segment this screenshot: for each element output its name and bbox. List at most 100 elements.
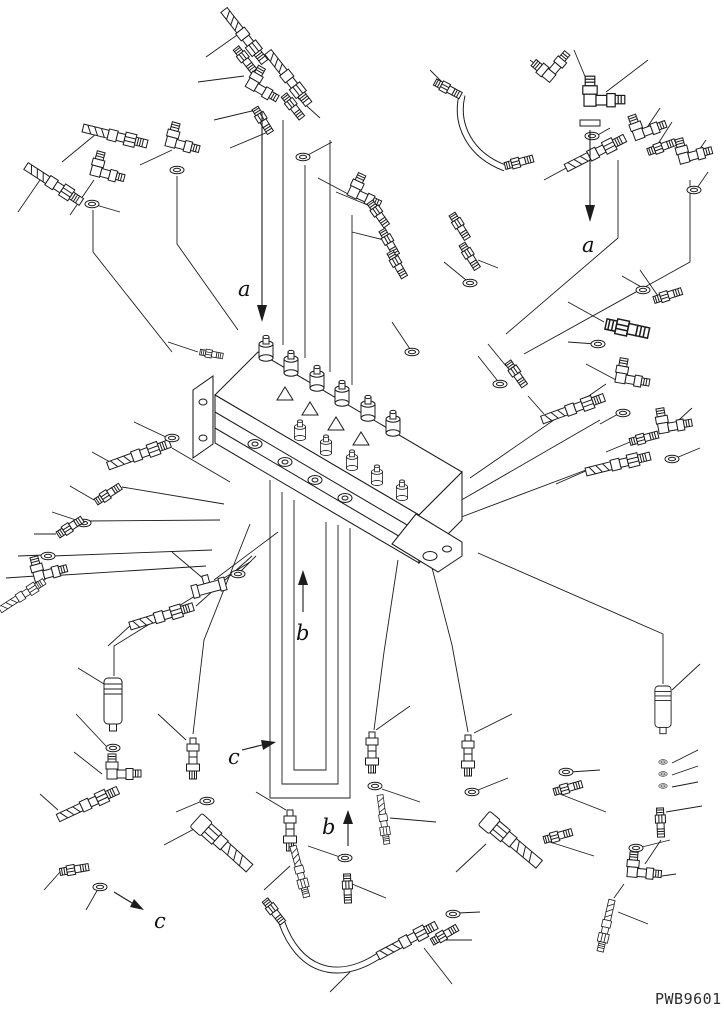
o-ring — [84, 199, 100, 209]
o-ring — [337, 853, 353, 863]
o-ring — [40, 551, 56, 561]
flow-label-c-bottom: c — [154, 909, 166, 933]
o-ring — [615, 408, 631, 418]
adapter-fitting — [341, 873, 354, 904]
valve-fitting — [283, 809, 297, 852]
flow-arrow-a-top: a — [238, 112, 267, 322]
elbow-fitting — [529, 39, 573, 85]
o-ring — [558, 767, 574, 777]
flow-arrow-a-right: a — [582, 130, 595, 257]
hose-fitting — [80, 121, 150, 151]
adapter-fitting — [92, 481, 124, 507]
valve-lower-block — [391, 513, 463, 573]
o-ring — [635, 285, 651, 295]
spool-cap — [283, 349, 299, 377]
elbow-fitting — [613, 356, 654, 390]
adapter-fitting — [432, 77, 464, 101]
o-ring — [590, 339, 606, 349]
spring-washer — [658, 783, 668, 789]
adapter-fitting — [503, 153, 535, 172]
o-ring — [584, 131, 600, 141]
fittings — [0, 5, 714, 963]
elbow-fitting — [163, 120, 205, 156]
flow-label-c-middle: c — [228, 745, 240, 769]
valve-fitting — [461, 734, 475, 777]
o-ring — [404, 347, 420, 357]
flow-arrow-b-bottom: b — [322, 810, 353, 846]
adapter-fitting — [250, 104, 276, 136]
elbow-fitting — [653, 402, 694, 436]
o-ring — [105, 743, 121, 753]
spool-cap — [334, 379, 350, 407]
adapter-fitting — [628, 429, 660, 448]
adapter-fitting — [654, 807, 667, 838]
adapter-fitting — [457, 240, 483, 272]
plug-fitting — [198, 347, 224, 361]
valve-end-plate — [192, 374, 214, 460]
flow-arrow-c-middle: c — [228, 740, 276, 769]
o-ring — [445, 909, 461, 919]
union-fitting — [603, 315, 651, 342]
flange-plate — [579, 119, 601, 127]
o-ring — [664, 454, 680, 464]
spring-washer — [658, 771, 668, 777]
o-ring — [164, 433, 180, 443]
hose-coupling — [477, 810, 546, 872]
hose-fitting — [54, 783, 122, 825]
o-ring — [686, 185, 702, 195]
routing-lines — [47, 120, 691, 899]
hose-fitting — [583, 449, 653, 479]
o-ring — [92, 882, 108, 892]
spool-cap — [385, 409, 401, 437]
flow-label-a-top: a — [238, 277, 251, 301]
accumulator-cylinder — [654, 685, 672, 735]
flow-arrow-b-center: b — [296, 570, 309, 645]
spring-washer — [658, 759, 668, 765]
adapter-fitting — [645, 136, 678, 158]
o-ring — [628, 843, 644, 853]
o-ring — [295, 152, 311, 162]
control-valve-assembly — [192, 334, 463, 573]
o-ring — [199, 796, 215, 806]
adapter-fitting — [503, 358, 530, 390]
o-ring — [169, 165, 185, 175]
drawing-number: PWB9601 — [655, 990, 722, 1008]
hose-fitting — [127, 599, 196, 633]
hose-fitting — [594, 898, 618, 954]
flow-arrow-c-bottom: c — [113, 891, 166, 933]
hose-fitting — [105, 436, 173, 473]
curved-hose-top-right — [456, 94, 507, 172]
adapter-fitting — [58, 861, 90, 878]
o-ring — [492, 379, 508, 389]
flow-labels: a a b b c c — [113, 112, 595, 933]
hose-fitting — [539, 390, 607, 427]
adapter-fitting — [54, 514, 86, 540]
adapter-fitting — [552, 778, 584, 798]
adapter-fitting — [651, 285, 684, 306]
adapter-fitting — [447, 210, 473, 242]
valve-fitting — [365, 731, 379, 774]
o-ring — [464, 787, 480, 797]
adapter-fitting — [542, 826, 574, 846]
spool-cap — [360, 394, 376, 422]
elbow-fitting — [625, 851, 664, 881]
flange-elbow-fitting — [582, 75, 626, 108]
elbow-fitting — [105, 753, 142, 780]
elbow-fitting — [88, 149, 130, 185]
hose-fitting — [21, 160, 86, 208]
flow-label-a-right: a — [582, 233, 595, 257]
o-ring — [367, 781, 383, 791]
curved-hose-bottom — [278, 921, 382, 974]
adapter-fitting — [260, 896, 288, 927]
spool-cap — [309, 364, 325, 392]
accumulator-cylinder — [103, 677, 123, 732]
elbow-fitting — [625, 105, 669, 142]
hose-coupling — [189, 812, 257, 876]
o-ring — [230, 569, 246, 579]
flow-label-b-center: b — [296, 621, 309, 645]
elbow-fitting — [672, 130, 714, 166]
o-ring — [462, 278, 478, 288]
hose-fitting — [374, 793, 393, 846]
